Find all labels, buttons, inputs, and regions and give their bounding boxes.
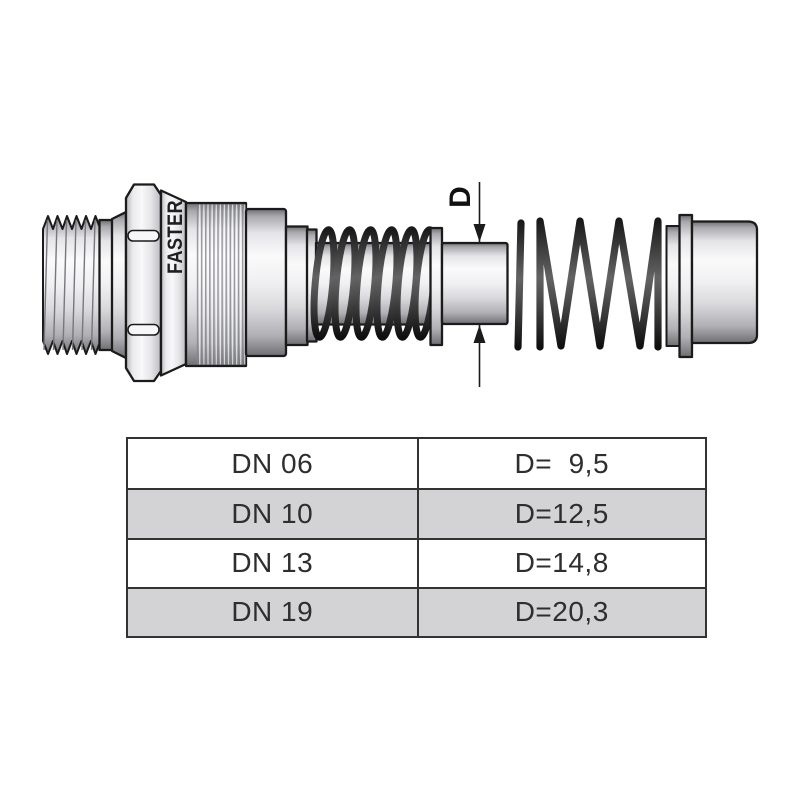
hex-bevel-top xyxy=(127,229,160,242)
size-table: DN 06 D= 9,5 DN 10 D=12,5 DN 13 D=14,8 D… xyxy=(126,437,707,638)
washer xyxy=(429,226,444,347)
hex-bevel-bottom xyxy=(127,323,160,336)
size-cell: DN 19 xyxy=(231,596,314,628)
thread-flank-lines xyxy=(43,219,96,351)
step-cylinder xyxy=(284,225,309,347)
arrow-up-icon xyxy=(473,325,486,343)
hose-tail xyxy=(440,241,509,326)
ferrule-neck-ring xyxy=(665,225,681,347)
table-row: DN 10 D=12,5 xyxy=(128,488,706,538)
brand-label: FASTER xyxy=(164,200,187,274)
table-row: DN 06 D= 9,5 xyxy=(128,439,706,489)
ferrule-cap xyxy=(665,213,759,359)
table-row: DN 13 D=14,8 xyxy=(128,537,706,587)
value-cell: D=14,8 xyxy=(416,539,706,587)
size-cell: DN 06 xyxy=(231,447,314,479)
size-cell: DN 13 xyxy=(231,547,314,579)
dimension-callout: D xyxy=(444,182,486,387)
value-cell: D= 9,5 xyxy=(416,439,706,489)
dimension-label: D xyxy=(444,186,477,208)
size-cell: DN 10 xyxy=(231,497,314,529)
ribbed-collar xyxy=(184,201,248,368)
hex-nut xyxy=(124,183,163,383)
value-cell: D=20,3 xyxy=(416,588,706,636)
arrow-down-icon xyxy=(473,224,486,242)
body-cylinder xyxy=(244,207,288,358)
coil-spring xyxy=(514,217,662,351)
table-row: DN 19 D=20,3 xyxy=(128,586,706,636)
value-cell: D=12,5 xyxy=(416,490,706,538)
nut-fillet xyxy=(110,210,128,360)
ferrule-flange xyxy=(678,213,694,359)
threaded-stud xyxy=(42,215,102,355)
ferrule-body xyxy=(690,220,759,345)
neck-cylinder xyxy=(98,218,114,352)
